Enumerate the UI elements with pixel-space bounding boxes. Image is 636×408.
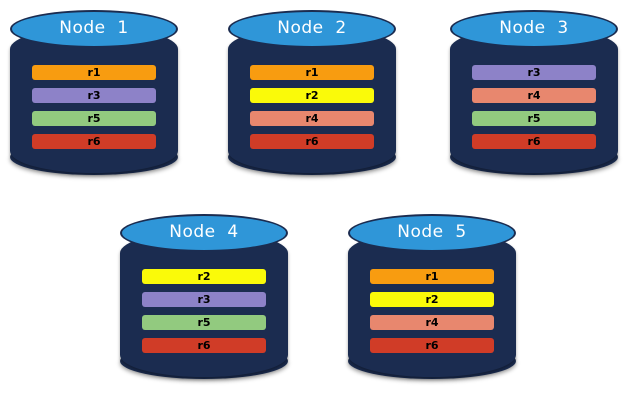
cylinder-top-cap (450, 10, 618, 48)
replica-bar-r4[interactable]: r4 (472, 88, 596, 103)
replica-list: r1 r3 r5 r6 (32, 65, 156, 149)
replica-bar-r1[interactable]: r1 (32, 65, 156, 80)
replica-bar-r2[interactable]: r2 (142, 269, 266, 284)
cylinder-top-cap (10, 10, 178, 48)
replica-bar-r5[interactable]: r5 (32, 111, 156, 126)
replica-list: r2 r3 r5 r6 (142, 269, 266, 353)
replica-bar-r2[interactable]: r2 (250, 88, 374, 103)
replica-bar-r6[interactable]: r6 (472, 134, 596, 149)
replica-bar-r2[interactable]: r2 (370, 292, 494, 307)
replica-bar-r3[interactable]: r3 (472, 65, 596, 80)
replica-bar-r6[interactable]: r6 (142, 338, 266, 353)
replica-bar-r6[interactable]: r6 (32, 134, 156, 149)
replica-bar-r1[interactable]: r1 (250, 65, 374, 80)
node-label: Node 2 (277, 18, 347, 38)
cylinder-top-cap (348, 214, 516, 252)
replica-bar-r6[interactable]: r6 (370, 338, 494, 353)
node-label: Node 5 (397, 222, 467, 242)
replica-bar-r4[interactable]: r4 (370, 315, 494, 330)
replica-bar-r4[interactable]: r4 (250, 111, 374, 126)
database-node-1[interactable]: Node 1 r1 r3 r5 r6 (10, 10, 178, 190)
database-node-4[interactable]: Node 4 r2 r3 r5 r6 (120, 214, 288, 394)
replica-bar-r1[interactable]: r1 (370, 269, 494, 284)
node-label: Node 4 (169, 222, 239, 242)
cylinder-top-cap (120, 214, 288, 252)
node-label: Node 3 (499, 18, 569, 38)
replica-bar-r3[interactable]: r3 (142, 292, 266, 307)
replica-bar-r5[interactable]: r5 (142, 315, 266, 330)
replica-bar-r6[interactable]: r6 (250, 134, 374, 149)
replica-list: r3 r4 r5 r6 (472, 65, 596, 149)
replica-bar-r5[interactable]: r5 (472, 111, 596, 126)
replica-list: r1 r2 r4 r6 (250, 65, 374, 149)
cylinder-top-cap (228, 10, 396, 48)
replica-bar-r3[interactable]: r3 (32, 88, 156, 103)
node-label: Node 1 (59, 18, 129, 38)
replica-list: r1 r2 r4 r6 (370, 269, 494, 353)
database-node-2[interactable]: Node 2 r1 r2 r4 r6 (228, 10, 396, 190)
database-node-3[interactable]: Node 3 r3 r4 r5 r6 (450, 10, 618, 190)
database-node-5[interactable]: Node 5 r1 r2 r4 r6 (348, 214, 516, 394)
